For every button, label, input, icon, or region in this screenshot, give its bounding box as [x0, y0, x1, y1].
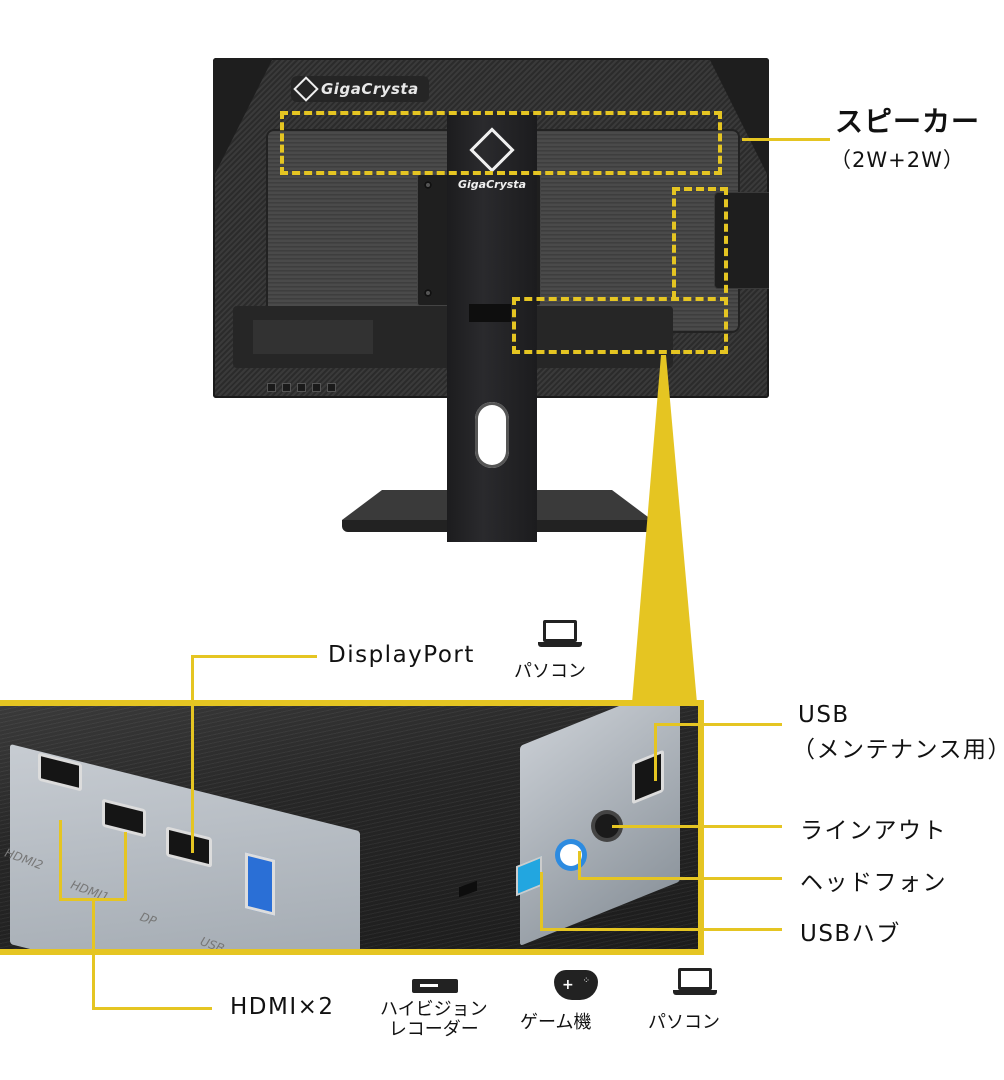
- line-out-leader: [612, 825, 782, 828]
- speaker-title: スピーカー: [835, 105, 981, 138]
- dp-device-pc-label: パソコン: [514, 661, 586, 682]
- cable-clip: [469, 304, 511, 322]
- recorder-icon: [412, 979, 458, 993]
- port-closeup-photo: HDMI2 HDMI1 DP USB: [0, 700, 704, 955]
- bay-slot: [253, 320, 373, 354]
- button-icon: [313, 384, 320, 391]
- stand-logo: GigaCrysta: [447, 112, 537, 191]
- button-icon: [268, 384, 275, 391]
- dp-leader-vertical: [191, 655, 194, 705]
- button-icon: [283, 384, 290, 391]
- laptop-icon: [670, 968, 720, 995]
- usb-hub-label: USBハブ: [800, 921, 901, 947]
- io-highlight-inner-edge: [672, 187, 676, 299]
- bottom-io-highlight: [512, 297, 728, 354]
- usb-maint-title: USB: [798, 702, 850, 728]
- hdmi1-leader: [124, 832, 127, 900]
- headphone-leader-vertical: [578, 851, 581, 879]
- dp-leader-inside: [191, 705, 194, 853]
- monitor-corner-left: [213, 58, 273, 178]
- hdmi2-leader: [59, 820, 62, 900]
- recorder-label-line2: レコーダー: [388, 1019, 479, 1040]
- screw-icon: [424, 181, 432, 189]
- stand-neck: GigaCrysta: [447, 112, 537, 542]
- usb-maint-subtitle: （メンテナンス用）: [792, 737, 1004, 763]
- button-icon: [328, 384, 335, 391]
- usb-maint-leader: [654, 723, 782, 726]
- headphone-label: ヘッドフォン: [800, 870, 947, 896]
- recorder-label-line1: ハイビジョン: [380, 999, 488, 1020]
- hdmi-label: HDMI×2: [230, 994, 335, 1020]
- speaker-leader-line: [742, 138, 830, 141]
- brand-logo-text: GigaCrysta: [321, 80, 419, 98]
- hdmi-device-recorder-label: ハイビジョン レコーダー: [380, 1000, 488, 1040]
- laptop-icon: [535, 620, 585, 647]
- speaker-subtitle: （2W+2W）: [830, 148, 965, 172]
- hdmi-leader-vertical: [92, 898, 95, 1010]
- screw-icon: [424, 289, 432, 297]
- gamepad-icon: +⁘: [554, 970, 598, 1000]
- hdmi-device-game-label: ゲーム機: [520, 1012, 592, 1033]
- speaker-highlight: [280, 111, 722, 175]
- brand-logo: GigaCrysta: [291, 76, 429, 102]
- headphone-jack: [560, 844, 582, 866]
- stand-logo-text: GigaCrysta: [458, 178, 526, 191]
- usb-b-upstream-port: [245, 852, 275, 916]
- line-out-label: ラインアウト: [800, 818, 947, 844]
- usb-hub-leader-vertical: [540, 872, 543, 930]
- hdmi-device-pc-label: パソコン: [648, 1012, 720, 1033]
- headphone-leader: [578, 877, 782, 880]
- cable-management-hole: [475, 402, 509, 468]
- usb-hub-leader: [540, 928, 782, 931]
- displayport-label: DisplayPort: [328, 642, 475, 668]
- usb-maint-leader-vertical: [654, 723, 657, 781]
- dp-leader-horizontal: [191, 655, 317, 658]
- button-icon: [298, 384, 305, 391]
- osd-buttons: [268, 376, 343, 395]
- hdmi-leader-horizontal: [92, 1007, 212, 1010]
